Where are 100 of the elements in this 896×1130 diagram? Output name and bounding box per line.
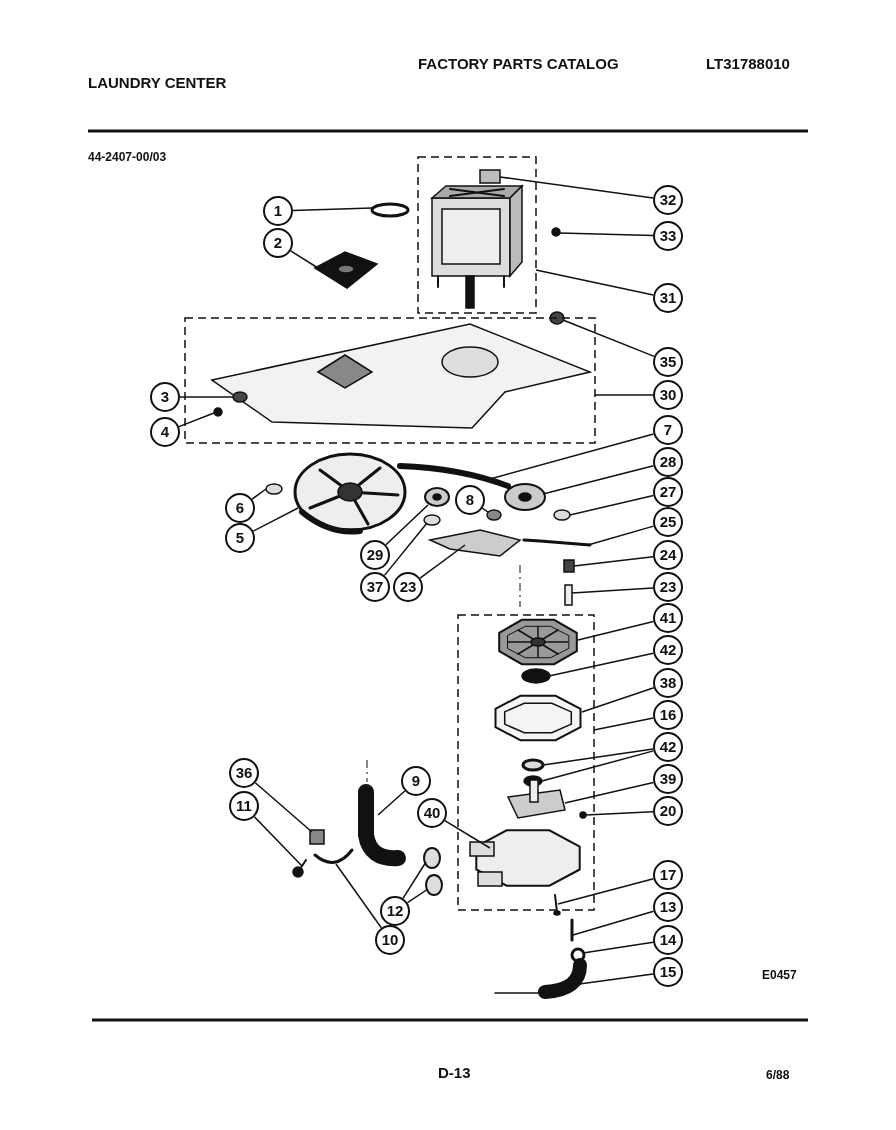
header-text: LT31788010 — [706, 55, 790, 72]
leader-line — [559, 232, 654, 237]
callout-number: 10 — [375, 925, 405, 955]
drive-pulley-drawing — [293, 452, 407, 535]
screw-drawing — [579, 811, 587, 819]
callout-number: 23 — [653, 572, 683, 602]
leader-line — [252, 507, 299, 532]
callout-number: 38 — [653, 668, 683, 698]
leader-line — [254, 782, 313, 833]
callout-number: 25 — [653, 507, 683, 537]
callout-number: 1 — [263, 196, 293, 226]
callout-number: 39 — [653, 764, 683, 794]
leader-line — [548, 652, 655, 677]
callout-number: 16 — [653, 700, 683, 730]
leader-line — [251, 488, 267, 500]
callout-number: 32 — [653, 185, 683, 215]
motor-drawing — [429, 184, 524, 309]
leader-line — [564, 781, 655, 804]
washer-drawing — [521, 758, 545, 772]
callout-number: 12 — [380, 896, 410, 926]
ring-drawing — [370, 202, 410, 218]
cover-drawing — [498, 618, 578, 666]
leader-line — [406, 888, 429, 904]
bracket-drawing — [427, 529, 522, 557]
dashed-outline — [457, 614, 595, 911]
leader-line — [572, 910, 655, 936]
callout-number: 28 — [653, 447, 683, 477]
callout-number: 15 — [653, 957, 683, 987]
callout-number: 33 — [653, 221, 683, 251]
pin-drawing — [570, 918, 574, 942]
header-text: FACTORY PARTS CATALOG — [418, 55, 619, 72]
clamp-drawing — [423, 847, 441, 869]
leader-line — [499, 176, 654, 199]
leader-line — [419, 544, 466, 579]
washer-drawing — [423, 514, 441, 526]
leader-line — [481, 507, 489, 513]
nut-drawing — [486, 509, 502, 521]
leader-line — [444, 819, 491, 849]
washer-drawing — [553, 509, 571, 521]
leader-line — [377, 790, 406, 816]
part-number: E0457 — [762, 968, 797, 982]
hose-drawing — [358, 784, 406, 867]
callout-number: 42 — [653, 732, 683, 762]
leader-line — [541, 750, 655, 782]
leader-line — [385, 504, 429, 546]
pulley-drawing — [504, 483, 546, 511]
dashed-outline — [184, 317, 596, 444]
clip-drawing — [563, 559, 575, 573]
callout-number: 13 — [653, 892, 683, 922]
leader-line — [542, 748, 654, 766]
callout-number: 36 — [229, 758, 259, 788]
part-number: 44-2407-00/03 — [88, 150, 167, 164]
callout-number: 7 — [653, 415, 683, 445]
callout-number: 35 — [653, 347, 683, 377]
leader-line — [582, 941, 654, 954]
callout-number: 20 — [653, 796, 683, 826]
leader-line — [335, 863, 383, 929]
page-number: D-13 — [438, 1064, 471, 1081]
callout-number: 17 — [653, 860, 683, 890]
callout-number: 27 — [653, 477, 683, 507]
callout-number: 4 — [150, 417, 180, 447]
leader-line — [557, 878, 655, 905]
pin-drawing — [564, 584, 573, 606]
page-number: 6/88 — [766, 1068, 790, 1082]
leader-line — [535, 269, 655, 296]
idler-pulley-drawing — [424, 487, 450, 507]
leader-line — [587, 525, 655, 546]
belt-drawing — [397, 463, 511, 489]
callout-number: 8 — [455, 485, 485, 515]
callout-number: 29 — [360, 540, 390, 570]
leader-line — [594, 394, 654, 396]
leader-line — [593, 717, 655, 731]
dashed-outline — [417, 156, 537, 314]
rod-drawing — [522, 538, 592, 547]
gasket-drawing — [494, 694, 582, 742]
clamp-drawing — [425, 874, 443, 896]
leader-line — [581, 687, 655, 713]
pad-drawing — [313, 251, 379, 289]
callout-number: 31 — [653, 283, 683, 313]
leader-line — [253, 816, 303, 867]
nut-drawing — [549, 311, 565, 325]
leader-line — [573, 555, 654, 567]
callout-number: 24 — [653, 540, 683, 570]
impeller-drawing — [506, 779, 566, 819]
callout-number: 42 — [653, 635, 683, 665]
washer-drawing — [265, 483, 283, 495]
leader-line — [402, 861, 427, 900]
clip-drawing — [309, 829, 325, 845]
leader-line — [571, 587, 654, 594]
leader-line — [542, 464, 655, 495]
callout-number: 9 — [401, 766, 431, 796]
leader-line — [178, 412, 215, 428]
seal-drawing — [521, 668, 551, 684]
callout-number: 3 — [150, 382, 180, 412]
screw-drawing — [553, 894, 561, 916]
clamp-drawing — [570, 947, 586, 963]
callout-number: 40 — [417, 798, 447, 828]
callout-number: 11 — [229, 791, 259, 821]
grommet-drawing — [232, 391, 248, 403]
leader-line — [179, 396, 234, 398]
